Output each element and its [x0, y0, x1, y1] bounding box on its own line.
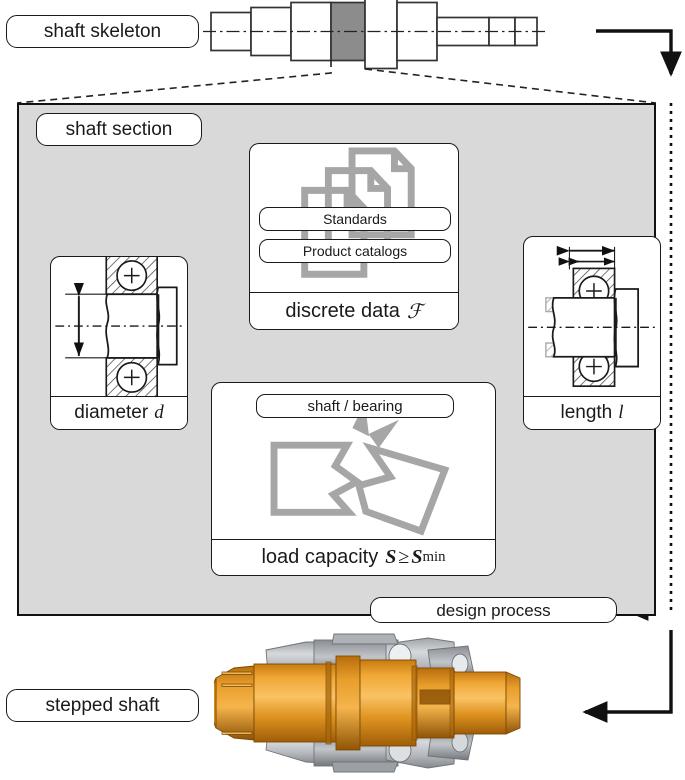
diameter-body	[51, 257, 187, 396]
module-load-capacity[interactable]: shaft / bearing load capacity S ≥ S min	[211, 382, 496, 576]
module-length[interactable]: length l	[523, 236, 661, 430]
stepped-shaft-bearing-assembly-render	[214, 633, 521, 773]
label-shaft-section: shaft section	[36, 113, 202, 146]
length-body	[524, 237, 660, 396]
load-capacity-symbol-2: S	[411, 546, 423, 568]
shaft-skeleton-graphic	[210, 0, 538, 70]
item-shaft-bearing-label: shaft / bearing	[307, 397, 403, 415]
bearing-cross-section-radial-icon	[55, 257, 183, 396]
load-capacity-body: shaft / bearing	[212, 383, 495, 539]
discrete-data-caption: discrete data ℱ	[250, 292, 458, 329]
item-product-catalogs-label: Product catalogs	[302, 243, 408, 259]
item-standards[interactable]: Standards	[259, 207, 451, 231]
item-product-catalogs[interactable]: Product catalogs	[259, 239, 451, 263]
module-diameter[interactable]: diameter d	[50, 256, 188, 430]
bearing-cross-section-axial-icon	[528, 245, 656, 388]
load-capacity-symbol-1: S	[385, 546, 397, 568]
label-design-process: design process	[370, 597, 617, 623]
length-caption-text: length	[560, 402, 613, 423]
load-capacity-caption: load capacity S ≥ S min	[212, 539, 495, 575]
label-stepped-shaft: stepped shaft	[6, 689, 199, 722]
label-stepped-shaft-text: stepped shaft	[45, 695, 160, 716]
load-capacity-subscript: min	[422, 549, 446, 565]
discrete-data-caption-symbol: ℱ	[406, 300, 423, 323]
item-shaft-bearing[interactable]: shaft / bearing	[256, 394, 454, 418]
length-caption: length l	[524, 396, 660, 429]
diameter-caption-text: diameter	[74, 402, 149, 423]
length-caption-symbol: l	[618, 402, 624, 423]
label-design-process-text: design process	[436, 600, 551, 620]
diameter-caption: diameter d	[51, 396, 187, 429]
load-capacity-caption-text: load capacity	[261, 546, 379, 568]
load-capacity-operator: ≥	[398, 546, 410, 568]
label-shaft-skeleton-text: shaft skeleton	[43, 21, 162, 42]
zoom-callout-lines	[16, 60, 657, 104]
fractured-part-icon	[270, 402, 450, 536]
discrete-data-caption-text: discrete data	[285, 299, 400, 322]
label-shaft-section-text: shaft section	[65, 119, 173, 140]
discrete-data-body: Standards Product catalogs	[250, 144, 458, 292]
diameter-caption-symbol: d	[154, 402, 164, 423]
module-discrete-data[interactable]: Standards Product catalogs discrete data…	[249, 143, 459, 330]
item-standards-label: Standards	[323, 211, 387, 227]
label-shaft-skeleton: shaft skeleton	[6, 15, 199, 48]
